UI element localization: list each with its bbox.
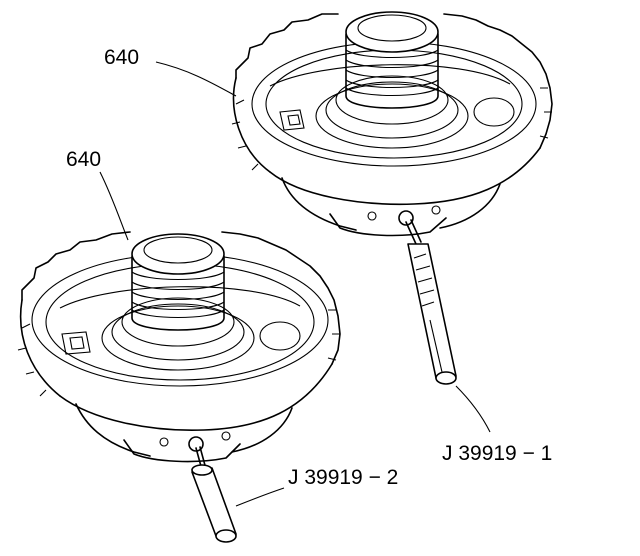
label-part-lower: 640 — [66, 148, 101, 171]
lower-assembly — [17, 231, 341, 463]
leader-tool-1 — [455, 385, 491, 433]
leader-part-upper — [155, 61, 237, 97]
upper-assembly — [231, 11, 553, 237]
label-part-upper: 640 — [104, 46, 139, 69]
tool-j39919-1 — [405, 219, 457, 385]
label-tool-2: J 39919 − 2 — [288, 466, 398, 489]
leader-tool-2 — [235, 487, 285, 507]
tool-j39919-2 — [191, 446, 237, 543]
leader-lines — [99, 61, 491, 507]
label-tool-1: J 39919 − 1 — [442, 442, 552, 465]
leader-part-lower — [99, 171, 129, 241]
